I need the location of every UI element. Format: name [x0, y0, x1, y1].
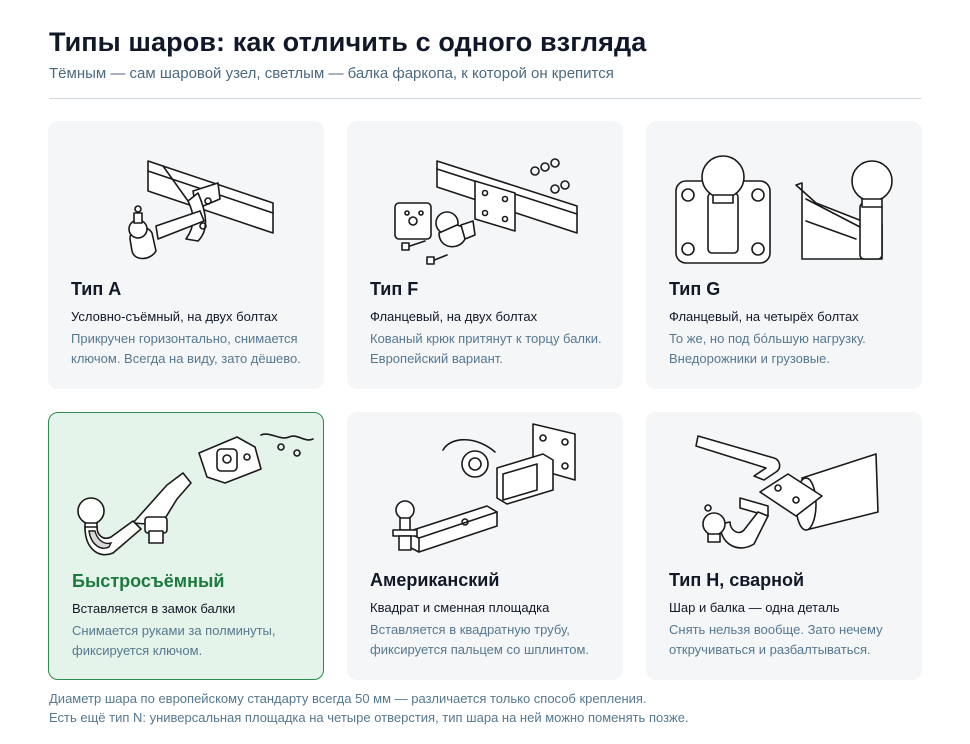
- footnote-type-n: Есть ещё тип N: универсальная площадка н…: [49, 710, 689, 725]
- card-subtitle: Шар и балка — одна деталь: [669, 600, 840, 615]
- card-subtitle: Вставляется в замок балки: [72, 601, 236, 616]
- card-subtitle: Фланцевый, на четырёх болтах: [669, 309, 859, 324]
- card-title: Тип H, сварной: [669, 570, 805, 590]
- towbar-type-a-drawing: [48, 121, 324, 271]
- card-title: Тип F: [370, 279, 419, 299]
- card-description: Прикручен горизонтально, снимается ключо…: [71, 331, 301, 366]
- footnote-ball-diameter: Диаметр шара по европейскому стандарту в…: [49, 691, 647, 706]
- card-description: Вставляется в квадратную трубу, фиксируе…: [370, 622, 590, 657]
- header-divider: [49, 98, 921, 99]
- card-type-f[interactable]: Тип F Фланцевый, на двух болтах Кованый …: [347, 121, 623, 389]
- card-description: Кованый крюк притянут к торцу балки. Евр…: [370, 331, 602, 366]
- towbar-type-h-drawing: [646, 412, 922, 562]
- card-description: Снять нельзя вообще. Зато нечему откручи…: [669, 622, 883, 657]
- card-type-h[interactable]: Тип H, сварной Шар и балка — одна деталь…: [646, 412, 922, 680]
- ball-types-grid: Тип A Условно-съёмный, на двух болтах Пр…: [48, 121, 922, 680]
- page-title: Типы шаров: как отличить с одного взгляд…: [49, 27, 647, 57]
- card-type-g[interactable]: Тип G Фланцевый, на четырёх болтах То же…: [646, 121, 922, 389]
- card-quick-release[interactable]: Быстросъёмный Вставляется в замок балки …: [48, 412, 324, 680]
- card-title: Быстросъёмный: [72, 571, 225, 591]
- card-description: Снимается руками за полминуты, фиксирует…: [72, 623, 276, 658]
- card-american[interactable]: Американский Квадрат и сменная площадка …: [347, 412, 623, 680]
- card-type-a[interactable]: Тип A Условно-съёмный, на двух болтах Пр…: [48, 121, 324, 389]
- towbar-american-drawing: [347, 412, 623, 562]
- card-description: То же, но под бóльшую нагрузку. Внедорож…: [669, 331, 866, 366]
- page-subtitle: Тёмным — сам шаровой узел, светлым — бал…: [49, 65, 614, 82]
- towbar-type-f-drawing: [347, 121, 623, 271]
- card-title: Американский: [370, 570, 500, 590]
- card-subtitle: Фланцевый, на двух болтах: [370, 309, 538, 324]
- towbar-type-g-drawing: [646, 121, 922, 271]
- card-subtitle: Квадрат и сменная площадка: [370, 600, 550, 615]
- card-title: Тип A: [71, 279, 122, 299]
- card-subtitle: Условно-съёмный, на двух болтах: [71, 309, 278, 324]
- towbar-quick-release-drawing: [49, 413, 325, 563]
- card-title: Тип G: [669, 279, 721, 299]
